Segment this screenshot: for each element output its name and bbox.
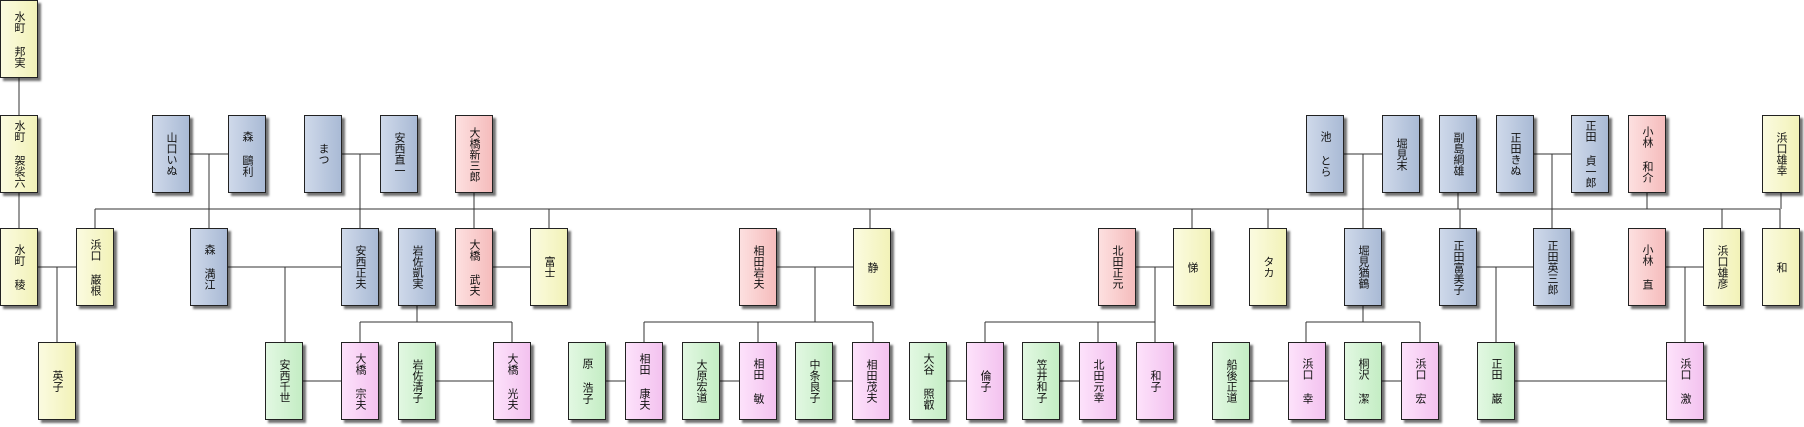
person-node: まつ xyxy=(304,115,342,193)
person-node: 相田茂夫 xyxy=(852,342,890,420)
person-node: 桐沢 潔 xyxy=(1344,342,1382,420)
person-node: 浜口 宏 xyxy=(1401,342,1439,420)
person-node: 堀見末 xyxy=(1382,115,1420,193)
person-node: 正田 巌 xyxy=(1477,342,1515,420)
person-node: 森 鷗利 xyxy=(228,115,266,193)
person-node: 相田 康夫 xyxy=(625,342,663,420)
person-node: 浜口 巌根 xyxy=(76,228,114,306)
person-node: 倫子 xyxy=(966,342,1004,420)
person-node: 浜口 激 xyxy=(1666,342,1704,420)
person-node: 相田 敏 xyxy=(739,342,777,420)
person-node: 北田正元 xyxy=(1098,228,1136,306)
person-node: 正田英三郎 xyxy=(1533,228,1571,306)
person-node: 船後正道 xyxy=(1212,342,1250,420)
person-node: 大橋 武夫 xyxy=(455,228,493,306)
person-node: 副島綱雄 xyxy=(1439,115,1477,193)
person-node: 原 浩子 xyxy=(568,342,606,420)
person-node: 浜口雄幸 xyxy=(1762,115,1800,193)
person-node: 大橋新三郎 xyxy=(455,115,493,193)
person-node: タカ xyxy=(1249,228,1287,306)
person-node: 悌 xyxy=(1173,228,1211,306)
person-node: 相田岩夫 xyxy=(739,228,777,306)
person-node: 静 xyxy=(853,228,891,306)
person-node: 森 満江 xyxy=(190,228,228,306)
person-node: 正田 貞一郎 xyxy=(1571,115,1609,193)
person-node: 英子 xyxy=(38,342,76,420)
person-node: 堀見猶鶴 xyxy=(1344,228,1382,306)
person-node: 浜口 幸 xyxy=(1288,342,1326,420)
person-node: 大橋 宗夫 xyxy=(341,342,379,420)
person-node: 岩佐清子 xyxy=(398,342,436,420)
person-node: 中条良子 xyxy=(795,342,833,420)
person-node: 安西正夫 xyxy=(341,228,379,306)
person-node: 正田きぬ xyxy=(1496,115,1534,193)
person-node: 北田元幸 xyxy=(1079,342,1117,420)
person-node: 山口いぬ xyxy=(152,115,190,193)
person-node: 水町 邦実 xyxy=(0,0,38,78)
person-node: 正田富美子 xyxy=(1439,228,1477,306)
person-node: 大谷 照叡 xyxy=(909,342,947,420)
person-node: 笠井和子 xyxy=(1022,342,1060,420)
person-node: 安西直一 xyxy=(380,115,418,193)
person-node: 水町 袈裟六 xyxy=(0,115,38,193)
person-node: 小林 直 xyxy=(1628,228,1666,306)
person-node: 和 xyxy=(1762,228,1800,306)
person-node: 富士 xyxy=(530,228,568,306)
person-node: 小林 和介 xyxy=(1628,115,1666,193)
person-node: 池 とら xyxy=(1306,115,1344,193)
person-node: 岩佐凱実 xyxy=(398,228,436,306)
person-node: 浜口雄彦 xyxy=(1703,228,1741,306)
person-node: 大橋 光夫 xyxy=(493,342,531,420)
person-node: 大原宏道 xyxy=(682,342,720,420)
person-node: 和子 xyxy=(1136,342,1174,420)
person-node: 水町 稜 xyxy=(0,228,38,306)
person-node: 安西千世 xyxy=(265,342,303,420)
